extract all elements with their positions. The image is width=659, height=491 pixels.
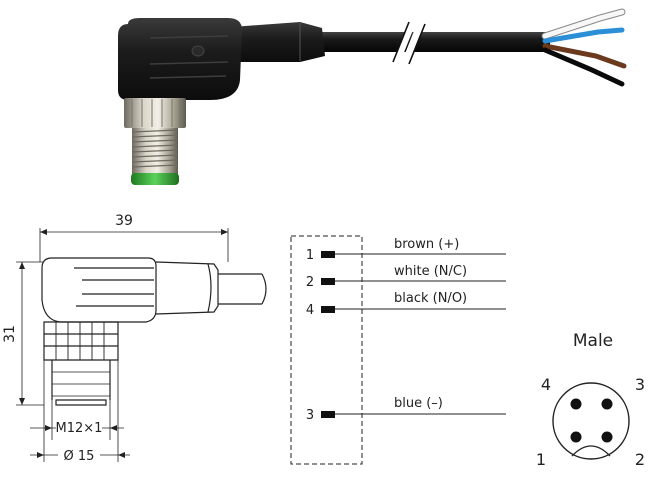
- black-wire-label: black (N/O): [394, 291, 467, 306]
- strain-relief-outline: [155, 261, 219, 315]
- pin-4-number: 4: [306, 303, 314, 318]
- connector-photo: [118, 8, 627, 185]
- cable-photo: [318, 32, 550, 52]
- coupling-nut-outline: [43, 321, 119, 361]
- length-dimension-label: 39: [115, 213, 133, 229]
- face-label-4: 4: [541, 375, 551, 394]
- black-wire: [542, 47, 625, 87]
- brown-wire: [542, 43, 627, 69]
- male-pin-face: Male 4 3 1 2: [536, 331, 645, 469]
- wire-ends: [541, 8, 627, 87]
- brown-wire-label: brown (+): [394, 237, 459, 252]
- coding-key: [571, 445, 611, 457]
- face-pin-4: [570, 398, 582, 410]
- pin-1-number: 1: [306, 248, 314, 263]
- cable-outline: [218, 273, 262, 305]
- wiring-diagram: 1 brown (+) 2 white (N/C) 4 black (N/O) …: [290, 235, 506, 465]
- white-wire-label: white (N/C): [394, 264, 467, 279]
- diameter-dimension-label: Ø 15: [64, 449, 95, 464]
- face-label-2: 2: [635, 450, 645, 469]
- cable-break-mark: [392, 21, 426, 65]
- pin-3-contact: [321, 411, 335, 418]
- thread-outline: [51, 360, 111, 400]
- angled-body-outline: [41, 257, 157, 323]
- face-label-3: 3: [635, 375, 645, 394]
- angled-body-photo: [118, 18, 242, 100]
- face-title: Male: [573, 331, 613, 351]
- blue-wire-label: blue (–): [394, 396, 443, 411]
- pin-1-contact: [321, 251, 335, 258]
- face-outline: [552, 382, 630, 460]
- connector-boundary: [290, 235, 363, 465]
- face-pin-2: [601, 431, 613, 443]
- pin-2-number: 2: [306, 275, 314, 290]
- blue-wire: [542, 27, 625, 44]
- pin-4-contact: [321, 306, 335, 313]
- pin-2-contact: [321, 278, 335, 285]
- strain-relief-photo: [232, 22, 325, 62]
- coupling-nut-photo: [124, 98, 186, 128]
- thread-dimension-label: M12×1: [56, 421, 103, 436]
- height-dimension-label: 31: [2, 325, 18, 343]
- dimension-drawing: [16, 228, 267, 462]
- green-seal-ring: [131, 173, 179, 185]
- face-pin-3: [601, 398, 613, 410]
- face-label-1: 1: [536, 450, 546, 469]
- pin-3-number: 3: [306, 408, 314, 423]
- face-pin-1: [570, 431, 582, 443]
